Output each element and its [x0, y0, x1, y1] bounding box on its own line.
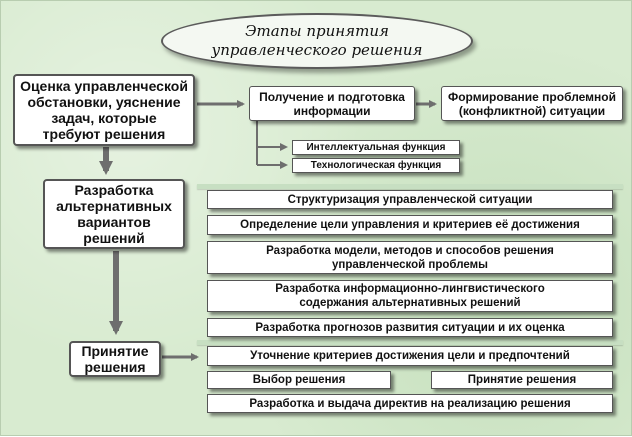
model-methods-line-1: Разработка модели, методов и способов ре…	[266, 244, 554, 257]
stage3-decision-box: Принятие решения	[69, 341, 161, 377]
stage1-line-3: задач, которые	[51, 110, 157, 126]
stage1-assessment-box: Оценка управленческой обстановки, уяснен…	[13, 74, 195, 146]
choice-box: Выбор решения	[207, 371, 391, 389]
info-linguistic-box: Разработка информационно-лингвистическог…	[207, 280, 613, 312]
intellectual-function-label: Интеллектуальная функция	[306, 141, 446, 153]
stage2-line-2: альтернативных	[56, 198, 172, 214]
problem-line-1: Формирование проблемной	[447, 89, 617, 104]
problem-situation-box: Формирование проблемной (конфликтной) си…	[441, 86, 623, 121]
criteria-refinement-label: Уточнение критериев достижения цели и пр…	[250, 350, 570, 362]
stage1-line-1: Оценка управленческой	[20, 78, 188, 94]
info-preparation-box: Получение и подготовка информации	[249, 86, 415, 121]
info-line-2: информации	[293, 103, 371, 118]
stage3-divider-band	[197, 340, 623, 345]
stage1-line-4: требуют решения	[42, 126, 166, 142]
goal-definition-box: Определение цели управления и критериев …	[207, 215, 613, 235]
problem-line-2: (конфликтной) ситуации	[458, 103, 606, 118]
intellectual-function-box: Интеллектуальная функция	[292, 140, 460, 155]
acceptance-box: Принятие решения	[431, 371, 613, 389]
info-line-1: Получение и подготовка	[259, 89, 405, 104]
title-line-1: Этапы принятия	[245, 22, 389, 40]
model-methods-box: Разработка модели, методов и способов ре…	[207, 241, 613, 274]
stage2-line-1: Разработка	[74, 182, 154, 198]
directives-label: Разработка и выдача директив на реализац…	[249, 397, 571, 410]
choice-label: Выбор решения	[252, 374, 346, 386]
stage3-line-1: Принятие	[81, 343, 149, 359]
structuring-box: Структуризация управленческой ситуации	[207, 190, 613, 209]
diagram-title: Этапы принятия управленческого решения	[161, 13, 473, 69]
technological-function-label: Технологическая функция	[310, 159, 442, 171]
stage2-line-3: вариантов	[77, 214, 151, 230]
stage2-alternatives-box: Разработка альтернативных вариантов реше…	[43, 179, 185, 249]
structuring-label: Структуризация управленческой ситуации	[287, 193, 533, 206]
stage2-line-4: решений	[83, 230, 145, 246]
info-linguistic-line-1: Разработка информационно-лингвистическог…	[275, 283, 545, 295]
criteria-refinement-box: Уточнение критериев достижения цели и пр…	[207, 346, 613, 366]
model-methods-line-2: управленческой проблемы	[332, 258, 488, 271]
acceptance-label: Принятие решения	[467, 374, 577, 386]
forecast-box: Разработка прогнозов развития ситуации и…	[207, 318, 613, 337]
forecast-label: Разработка прогнозов развития ситуации и…	[255, 321, 565, 334]
title-line-2: управленческого решения	[211, 41, 423, 59]
info-linguistic-line-2: содержания альтернативных решений	[299, 297, 521, 309]
stage2-divider-band	[197, 184, 623, 189]
stage1-line-2: обстановки, уяснение	[27, 94, 181, 110]
goal-definition-label: Определение цели управления и критериев …	[240, 219, 580, 231]
stage3-line-2: решения	[84, 359, 146, 375]
technological-function-box: Технологическая функция	[292, 158, 460, 173]
directives-box: Разработка и выдача директив на реализац…	[207, 394, 613, 413]
